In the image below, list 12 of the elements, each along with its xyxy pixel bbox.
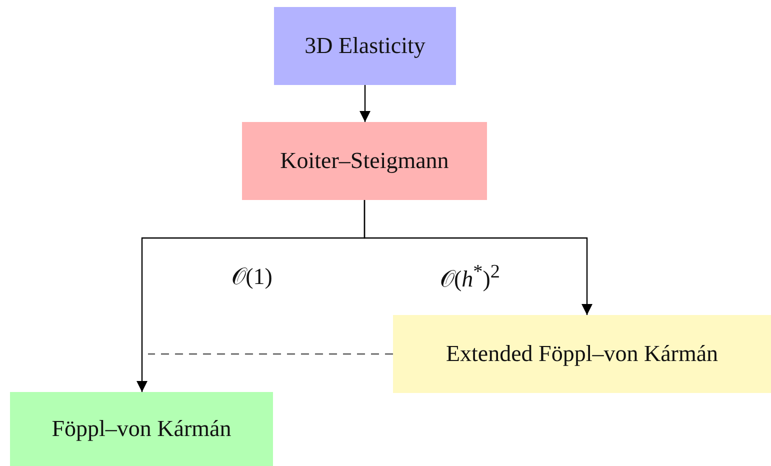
node-label: Föppl–von Kármán <box>52 416 232 442</box>
process-box <box>393 315 771 393</box>
edge-label: 𝒪(h$^{*}$)$^{2}$ <box>438 262 502 292</box>
process-box <box>242 122 487 200</box>
process-box <box>274 7 456 85</box>
node-label: 3D Elasticity <box>304 33 426 59</box>
node-label: Extended Föppl–von Kármán <box>446 341 718 367</box>
node-label: Koiter–Steigmann <box>280 148 449 174</box>
process-box <box>10 392 273 466</box>
dashed-line <box>148 353 393 355</box>
arrow <box>360 85 370 122</box>
arrow <box>364 200 592 315</box>
